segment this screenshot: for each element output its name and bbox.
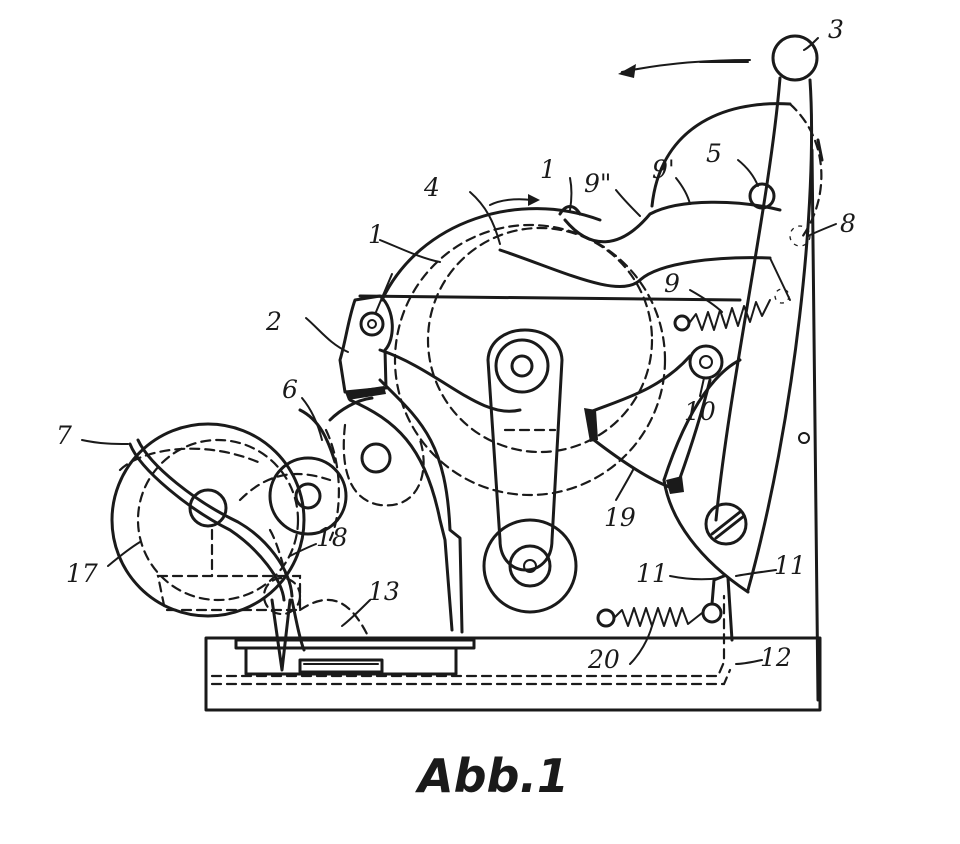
- label-10: 10: [684, 397, 716, 426]
- label-18: 18: [316, 523, 348, 552]
- label-9: 9: [664, 269, 680, 298]
- hand-lever: [714, 34, 824, 702]
- label-1-top: 1: [540, 155, 556, 184]
- direction-arrow-top: [618, 59, 751, 78]
- label-8: 8: [840, 209, 856, 238]
- label-17: 17: [66, 559, 98, 588]
- figure-caption: Abb.1: [415, 749, 569, 803]
- spring-9: [673, 299, 771, 332]
- crank-arm: [482, 328, 578, 614]
- label-19: 19: [604, 503, 636, 532]
- frame-plate: [328, 294, 750, 634]
- label-9-prime: 9': [652, 155, 675, 184]
- label-12: 12: [760, 643, 792, 672]
- pawl: [338, 273, 394, 400]
- label-9-double-prime: 9": [584, 169, 611, 198]
- left-wheel: [110, 422, 370, 638]
- label-2: 2: [265, 307, 282, 336]
- label-3: 3: [828, 15, 844, 44]
- label-5: 5: [706, 139, 722, 168]
- label-6: 6: [282, 375, 298, 404]
- base-plate: [204, 594, 822, 712]
- small-wheel: [268, 408, 348, 542]
- reference-labels: 1 1 2 3 4 5 6 7 8 9 9' 9" 10 11 11 12 13: [56, 15, 856, 674]
- label-4: 4: [423, 173, 440, 202]
- main-wheel: [380, 194, 667, 497]
- label-20: 20: [587, 645, 620, 674]
- label-7: 7: [56, 421, 72, 450]
- label-11-left: 11: [636, 559, 668, 588]
- base-slider: [234, 576, 734, 676]
- label-11-right: 11: [774, 551, 806, 580]
- lever-7: [128, 438, 306, 672]
- label-13: 13: [368, 577, 400, 606]
- lever-10: [584, 344, 748, 546]
- label-1: 1: [368, 220, 384, 249]
